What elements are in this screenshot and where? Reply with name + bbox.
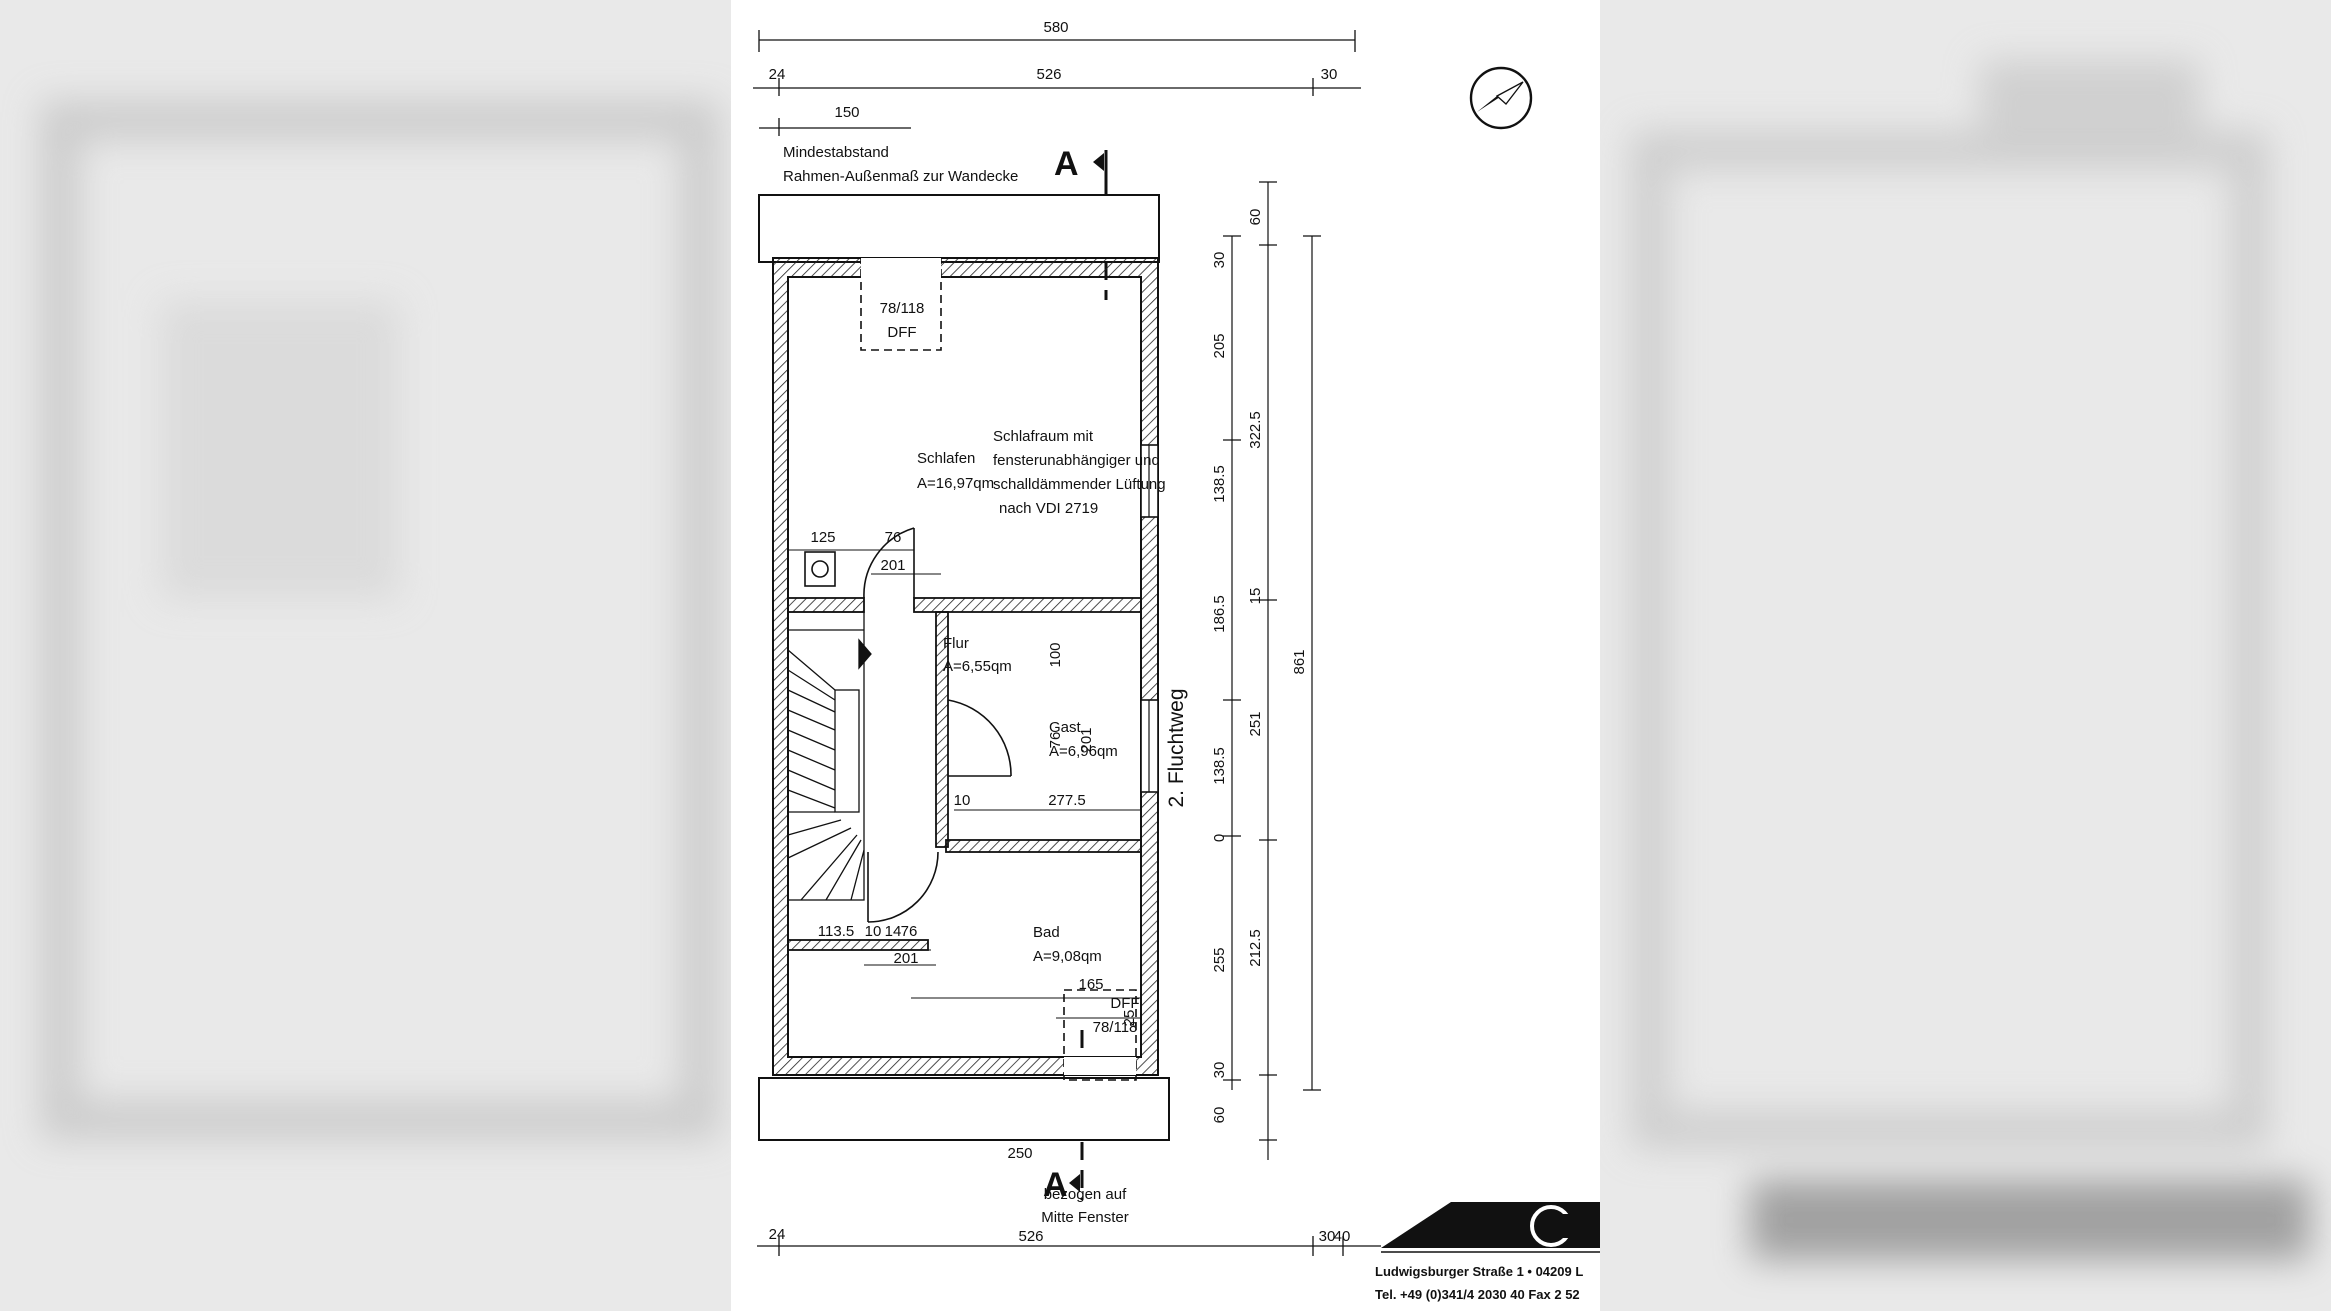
dim-25: 25: [1121, 1010, 1138, 1027]
company-phone: Tel. +49 (0)341/4 2030 40 Fax 2 52: [1375, 1287, 1580, 1302]
dim-total-width: 580: [1043, 19, 1068, 36]
floor-plan-drawing: 580 24 526 30 150 Mindestabstand Rahmen-…: [753, 19, 1600, 1302]
dim-10-gast: 10: [954, 792, 971, 809]
dim-right-30-top: 30: [1211, 252, 1228, 269]
dim-76-bad: 76: [901, 923, 918, 940]
window-type-top: DFF: [887, 324, 916, 341]
door-bad: [867, 851, 939, 923]
dim-inner-width: 526: [1036, 66, 1061, 83]
room-name-flur: Flur: [943, 635, 969, 652]
min-distance-label: Mindestabstand: [783, 144, 889, 161]
dim-bottom-526: 526: [1018, 1228, 1043, 1245]
window-type-bottom: DFF: [1110, 995, 1139, 1012]
escape-route-label: 2. Fluchtweg: [1165, 688, 1188, 807]
door-schlafen: [863, 527, 915, 599]
dim-bottom-40: 40: [1334, 1228, 1351, 1245]
dim-76-schlafen: 76: [885, 529, 902, 546]
ventilation-note-line-4: nach VDI 2719: [999, 500, 1098, 517]
ventilation-note-line-2: fensterunabhängiger und: [993, 452, 1160, 469]
dim-201-gast: 201: [1078, 727, 1095, 752]
dim-right-212-5: 212.5: [1247, 929, 1264, 967]
dim-76-gast: 76: [1047, 732, 1064, 749]
dim-min-distance: 150: [834, 104, 859, 121]
dim-right-138-5-top: 138.5: [1211, 465, 1228, 503]
floor-plan-sheet: 580 24 526 30 150 Mindestabstand Rahmen-…: [731, 0, 1600, 1311]
dim-right-30-bottom: 30: [1211, 1062, 1228, 1079]
dim-250: 250: [1007, 1145, 1032, 1162]
ventilation-note-line-1: Schlafraum mit: [993, 428, 1094, 445]
frame-measure-label: Rahmen-Außenmaß zur Wandecke: [783, 168, 1018, 185]
top-dimension-lines: [753, 30, 1361, 136]
room-area-bad: A=9,08qm: [1033, 948, 1102, 965]
svg-text:A: A: [1043, 1166, 1068, 1204]
dim-201-bad: 201: [893, 950, 918, 967]
window-size-bottom: 78/118: [1093, 1019, 1138, 1036]
company-logo: [1381, 1202, 1600, 1253]
dim-right-322-5: 322.5: [1247, 411, 1264, 449]
interior-walls: [787, 597, 1142, 951]
dim-right-60-bottom: 60: [1211, 1107, 1228, 1124]
door-gast: [947, 699, 1012, 777]
dim-left-offset: 24: [769, 66, 786, 83]
roof-overhang-bottom: [758, 1077, 1170, 1141]
dim-10-bad: 10: [865, 923, 882, 940]
dim-100: 100: [1047, 642, 1064, 667]
reference-note-line-1: bezogen auf: [1044, 1186, 1127, 1203]
room-area-gast: A=6,96qm: [1049, 743, 1118, 760]
dim-165: 165: [1078, 976, 1103, 993]
right-dimension-lines: [1223, 181, 1321, 1160]
company-address: Ludwigsburger Straße 1 • 04209 L: [1375, 1264, 1583, 1279]
dim-right-138-5-bottom: 138.5: [1211, 747, 1228, 785]
dim-right-15: 15: [1247, 588, 1264, 605]
dim-right-205: 205: [1211, 333, 1228, 358]
dim-right-861: 861: [1291, 649, 1308, 674]
room-name-bad: Bad: [1033, 924, 1060, 941]
room-name-gast: Gast: [1049, 719, 1082, 736]
dim-right-251: 251: [1247, 711, 1264, 736]
reference-note-line-2: Mitte Fenster: [1041, 1209, 1129, 1226]
roof-window-top: [860, 257, 942, 351]
inner-dimension-lines: [788, 549, 1141, 1019]
roof-window-bottom: [1063, 989, 1137, 1081]
dim-bottom-24: 24: [769, 1226, 786, 1243]
dim-right-186-5: 186.5: [1211, 595, 1228, 633]
svg-text:A: A: [1054, 145, 1079, 183]
dim-right-0: 0: [1211, 834, 1228, 842]
dim-277-5: 277.5: [1048, 792, 1086, 809]
chimney-icon: [804, 551, 836, 587]
dim-right-offset: 30: [1321, 66, 1338, 83]
staircase: [787, 611, 872, 901]
dim-right-255: 255: [1211, 947, 1228, 972]
dim-113-5: 113.5: [818, 923, 854, 940]
window-size-top: 78/118: [880, 300, 925, 317]
bottom-dimension-lines: [757, 1236, 1381, 1256]
room-name-schlafen: Schlafen: [917, 450, 975, 467]
dim-125: 125: [810, 529, 835, 546]
dim-201-schlafen: 201: [880, 557, 905, 574]
dim-bottom-30: 30: [1319, 1228, 1336, 1245]
room-area-flur: A=6,55qm: [943, 658, 1012, 675]
dim-14-bad: 14: [885, 923, 902, 940]
room-area-schlafen: A=16,97qm: [917, 475, 994, 492]
north-arrow-icon: [1469, 66, 1533, 130]
dim-right-60-top: 60: [1247, 209, 1264, 226]
ventilation-note-line-3: schalldämmender Lüftung: [993, 476, 1166, 493]
roof-overhang-top: [758, 194, 1160, 263]
